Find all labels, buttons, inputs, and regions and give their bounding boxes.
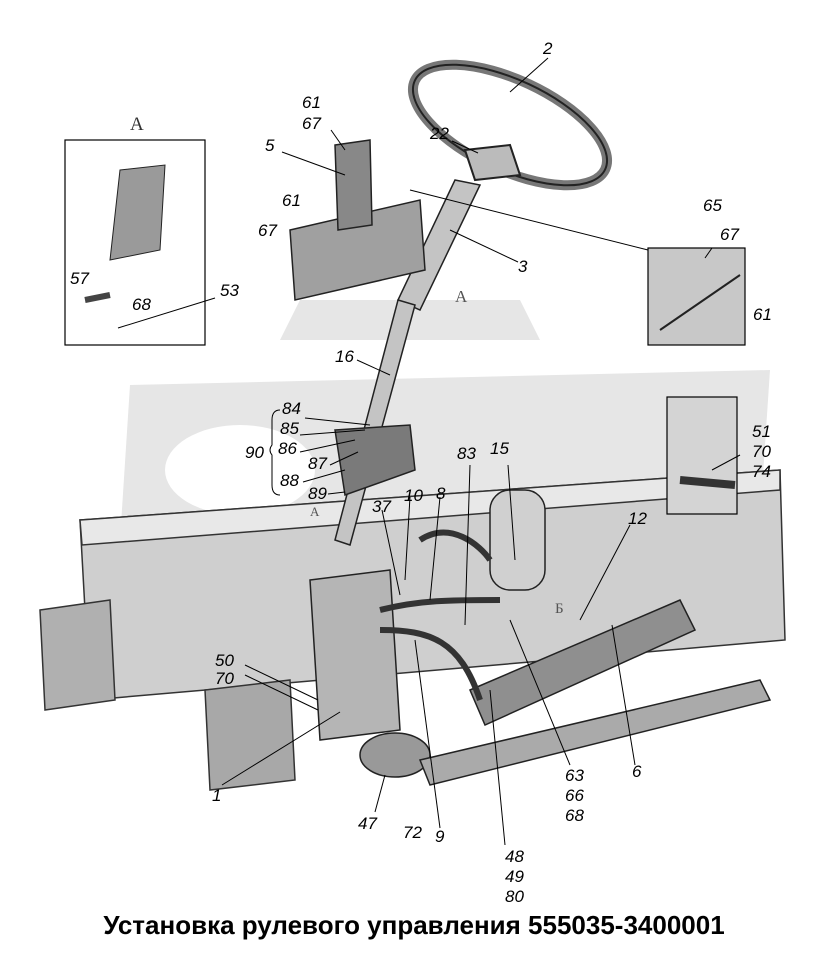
leader-lines [117,57,741,846]
label-67-top: 67 [302,114,321,133]
inset-bracket-detail [647,247,746,346]
label-47: 47 [358,814,377,833]
label-57: 57 [70,269,89,288]
label-12: 12 [628,509,647,528]
label-70-inset: 70 [752,442,771,461]
view-a-marker-2: А [310,504,320,519]
label-74: 74 [752,462,771,481]
hoses [379,529,501,701]
label-66: 66 [565,786,584,805]
label-3: 3 [518,257,528,276]
label-90: 90 [245,443,264,462]
label-68-inset: 68 [132,295,151,314]
inset-tie-rod-detail [666,396,738,515]
label-37: 37 [372,497,391,516]
label-85: 85 [280,419,299,438]
label-9: 9 [435,827,445,846]
label-72: 72 [403,823,422,842]
label-67-mid: 67 [258,221,277,240]
label-53: 53 [220,281,239,300]
label-1: 1 [212,786,222,805]
label-15: 15 [490,439,509,458]
label-61-top: 61 [302,93,321,112]
label-89: 89 [308,484,327,503]
column-bracket [289,139,426,301]
inset-a-title: А [130,114,144,135]
diagram-caption: Установка рулевого управления 555035-340… [103,910,725,940]
label-65: 65 [703,196,722,215]
rubber-boot [334,424,416,497]
label-61-inset: 61 [753,305,772,324]
oil-reservoir [489,489,546,591]
label-70: 70 [215,669,234,688]
inset-view-a [64,139,206,346]
label-5: 5 [265,136,275,155]
label-10: 10 [404,486,423,505]
label-49: 49 [505,867,524,886]
power-cylinder [418,599,772,786]
label-61-mid: 61 [282,191,301,210]
label-83: 83 [457,444,476,463]
label-51: 51 [752,422,771,441]
label-16: 16 [335,347,354,366]
label-80: 80 [505,887,524,906]
view-b-marker: Б [555,601,564,617]
label-87: 87 [308,454,327,473]
label-63: 63 [565,766,584,785]
label-8: 8 [436,484,446,503]
label-67-inset: 67 [720,225,739,244]
label-6: 6 [632,762,642,781]
label-48: 48 [505,847,524,866]
label-2: 2 [543,39,553,58]
steering-wheel [407,59,613,191]
label-88: 88 [280,471,299,490]
label-68-bottom: 68 [565,806,584,825]
label-50: 50 [215,651,234,670]
view-a-marker: А [455,287,468,306]
label-84: 84 [282,399,301,418]
label-22: 22 [430,124,449,143]
steering-gear [309,569,431,778]
bracket-brace-90 [269,409,281,496]
label-86: 86 [278,439,297,458]
